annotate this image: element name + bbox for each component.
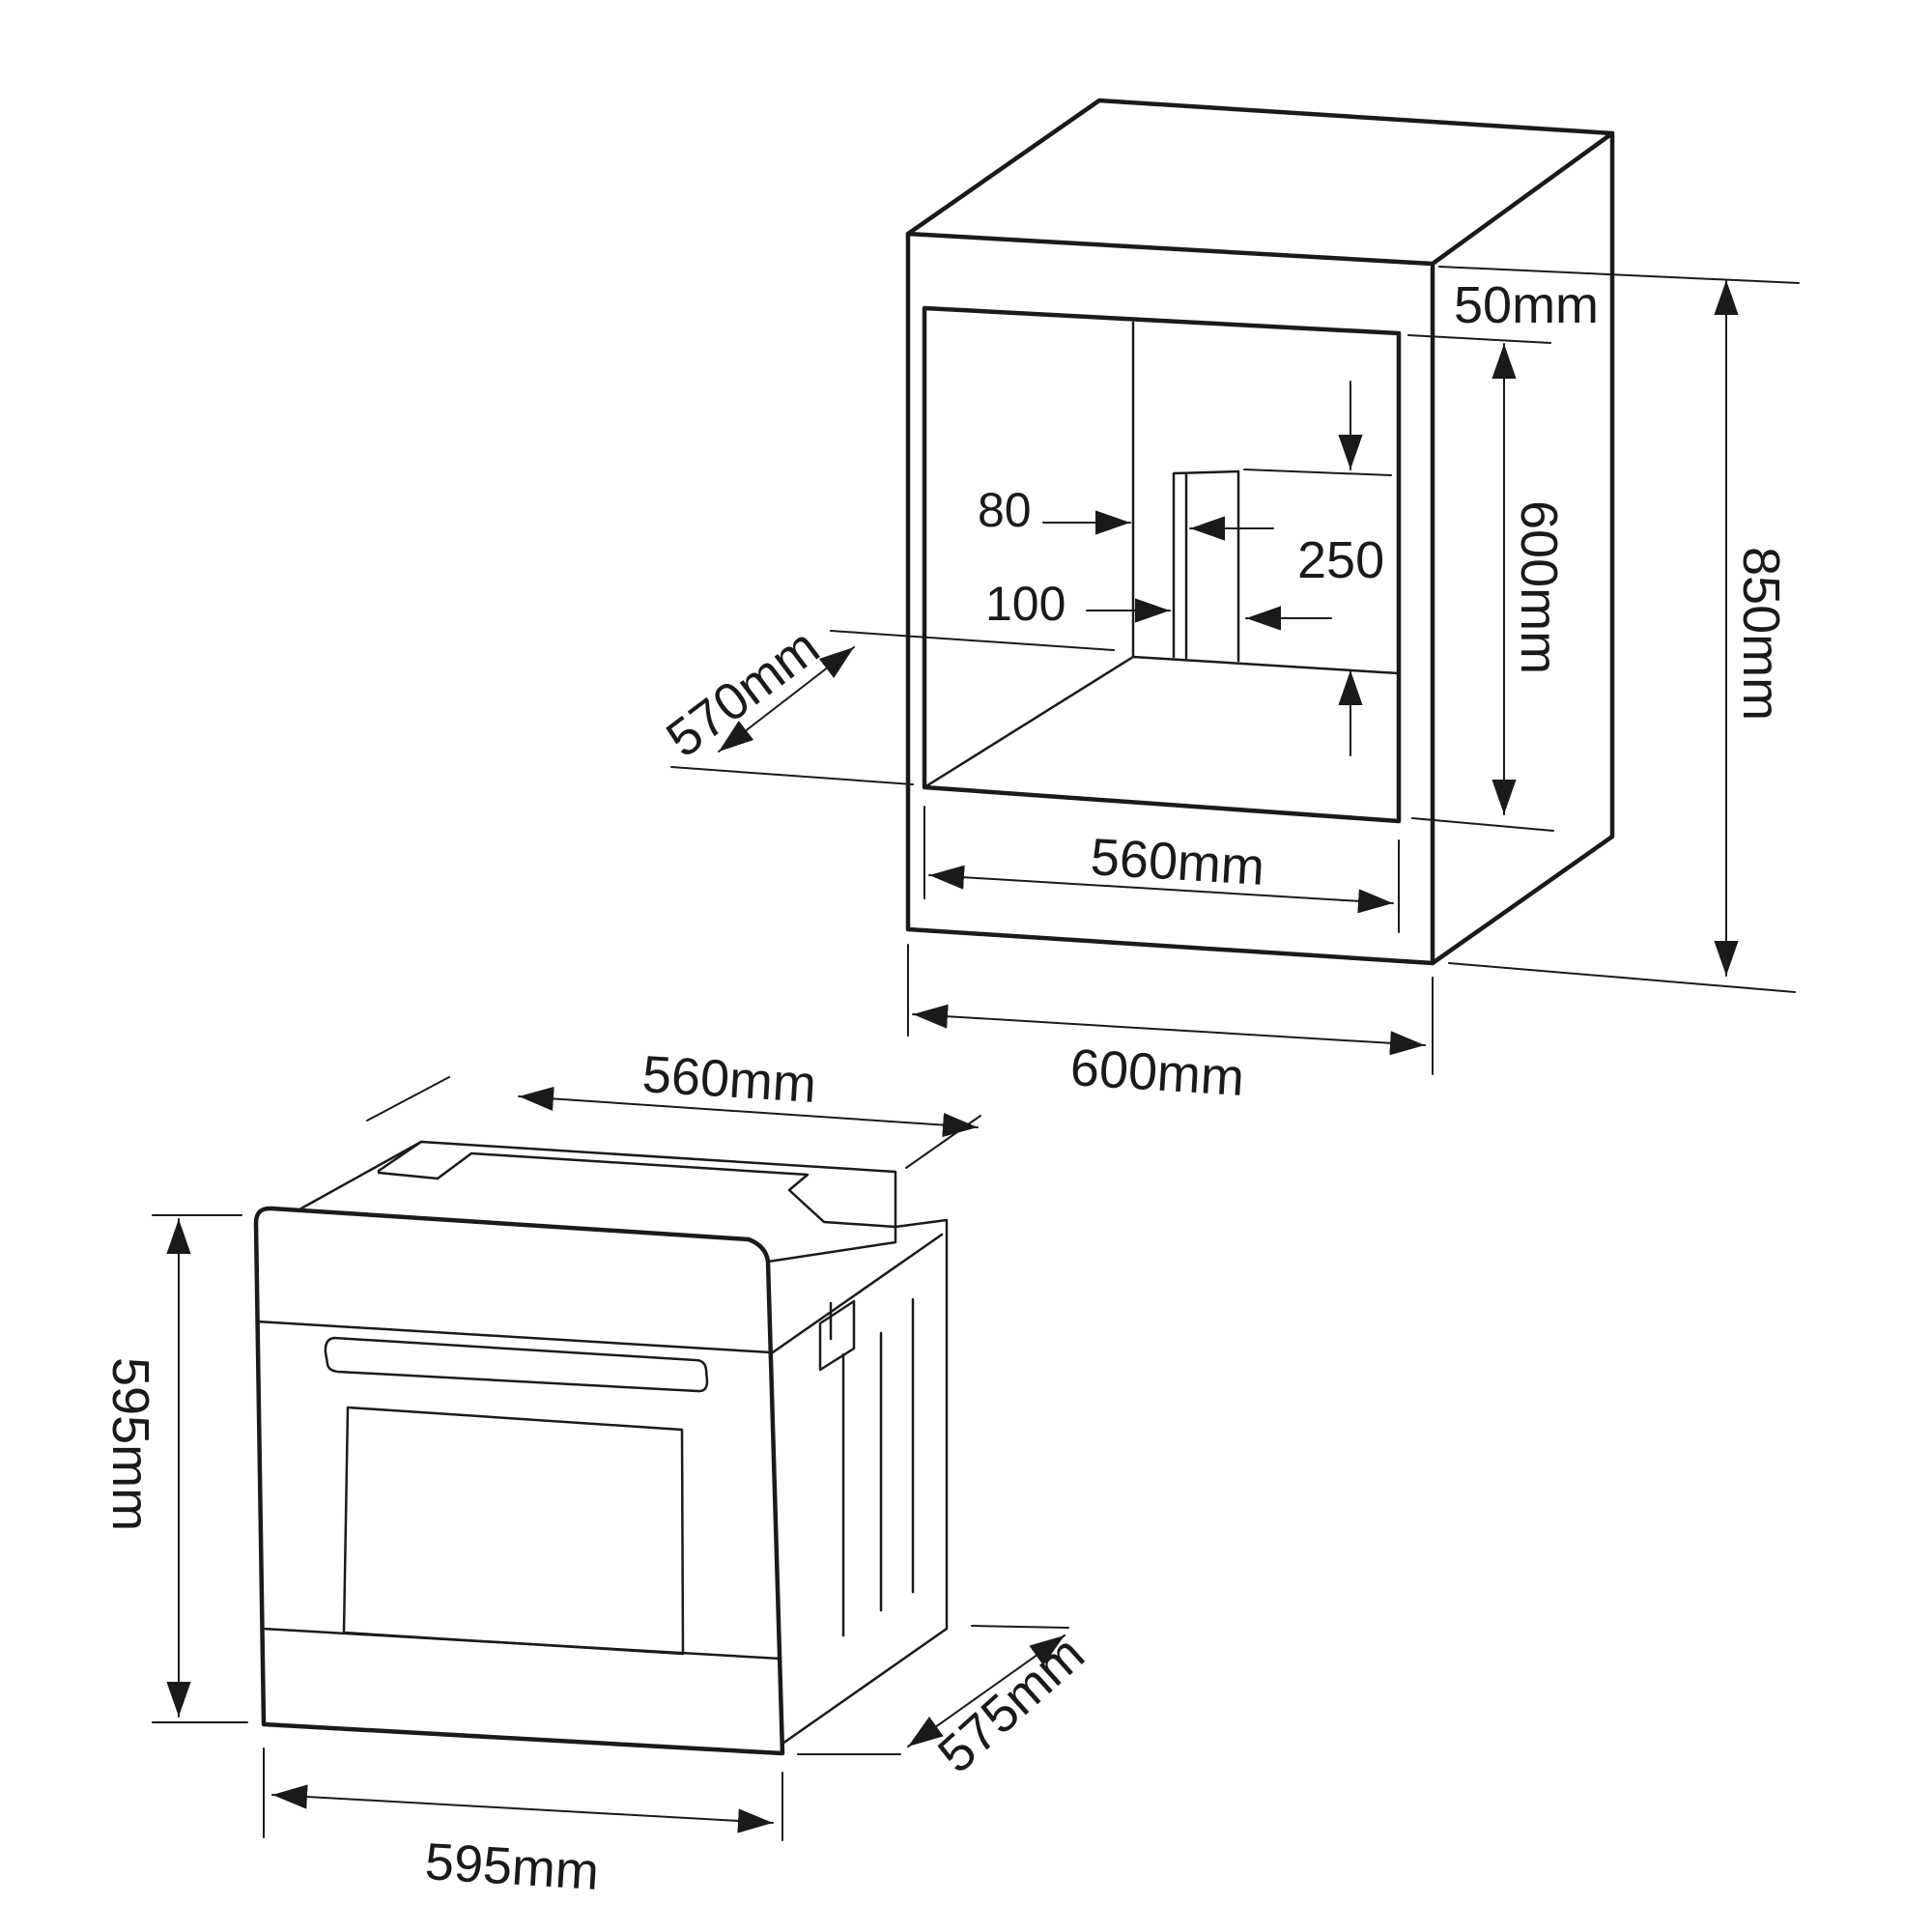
label-opening-height: 600mm bbox=[1510, 500, 1568, 674]
cabinet-drawing bbox=[905, 98, 1615, 966]
cabinet-dimensions bbox=[670, 266, 1800, 1075]
label-opening-width: 560mm bbox=[1089, 828, 1265, 896]
label-vent-left-gap: 80 bbox=[978, 483, 1032, 537]
label-cabinet-depth: 570mm bbox=[656, 617, 830, 768]
label-oven-height: 595mm bbox=[101, 1357, 159, 1531]
label-vent-height: 250 bbox=[1297, 531, 1384, 589]
label-oven-depth: 575mm bbox=[927, 1625, 1095, 1784]
label-top-clearance: 50mm bbox=[1454, 276, 1599, 334]
label-total-height: 850mm bbox=[1732, 547, 1790, 721]
label-outer-width: 600mm bbox=[1068, 1038, 1245, 1107]
label-vent-bottom-gap: 100 bbox=[985, 577, 1065, 631]
oven-dimensions bbox=[152, 1076, 1069, 1841]
label-oven-body-width: 560mm bbox=[640, 1045, 817, 1114]
oven-drawing bbox=[253, 1140, 949, 1756]
label-oven-front-width: 595mm bbox=[423, 1833, 600, 1901]
